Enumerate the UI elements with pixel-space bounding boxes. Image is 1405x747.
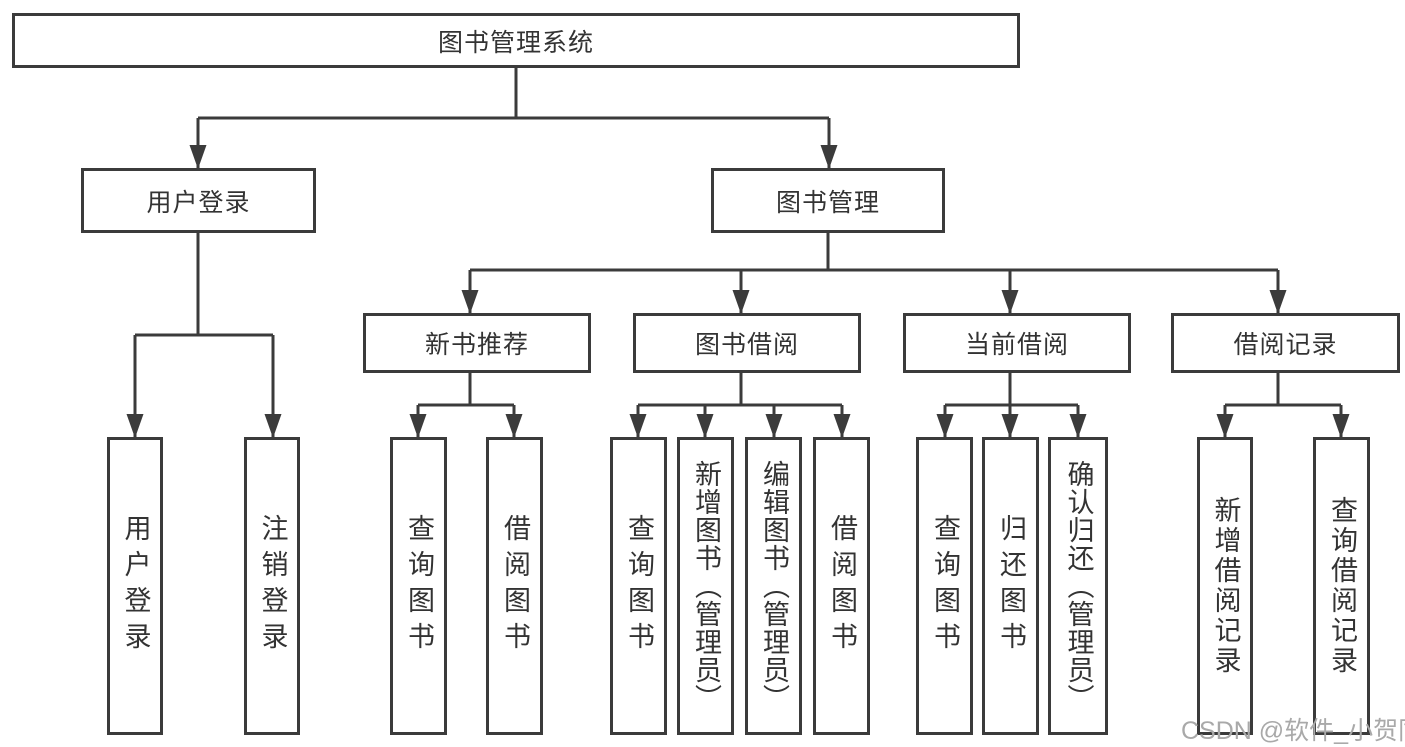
- leaf-user-login: 用户登录: [107, 437, 163, 735]
- node-user-login-branch: 用户登录: [81, 168, 316, 233]
- node-current-borrowing: 当前借阅: [903, 313, 1131, 373]
- leaf-edit-books-admin: 编辑图书（管理员）: [745, 437, 802, 735]
- leaf-query-books: 查询图书: [390, 437, 447, 735]
- leaf-add-books-admin: 新增图书（管理员）: [677, 437, 734, 735]
- leaf-borrow-books: 借阅图书: [486, 437, 543, 735]
- leaf-query-borrow-record: 查询借阅记录: [1313, 437, 1370, 735]
- csdn-watermark: CSDN @软件_小贺同学: [1181, 717, 1405, 745]
- node-new-book-recommend: 新书推荐: [363, 313, 591, 373]
- node-borrowing-records: 借阅记录: [1171, 313, 1400, 373]
- leaf-query-books: 查询图书: [610, 437, 667, 735]
- node-book-borrowing: 图书借阅: [633, 313, 861, 373]
- leaf-query-books: 查询图书: [916, 437, 973, 735]
- leaf-confirm-return-admin: 确认归还（管理员）: [1048, 437, 1108, 735]
- leaf-borrow-books: 借阅图书: [813, 437, 870, 735]
- leaf-return-books: 归还图书: [982, 437, 1039, 735]
- leaf-logout: 注销登录: [244, 437, 300, 735]
- node-book-management-branch: 图书管理: [711, 168, 945, 233]
- node-library-management-system: 图书管理系统: [12, 13, 1020, 68]
- leaf-add-borrow-record: 新增借阅记录: [1197, 437, 1253, 735]
